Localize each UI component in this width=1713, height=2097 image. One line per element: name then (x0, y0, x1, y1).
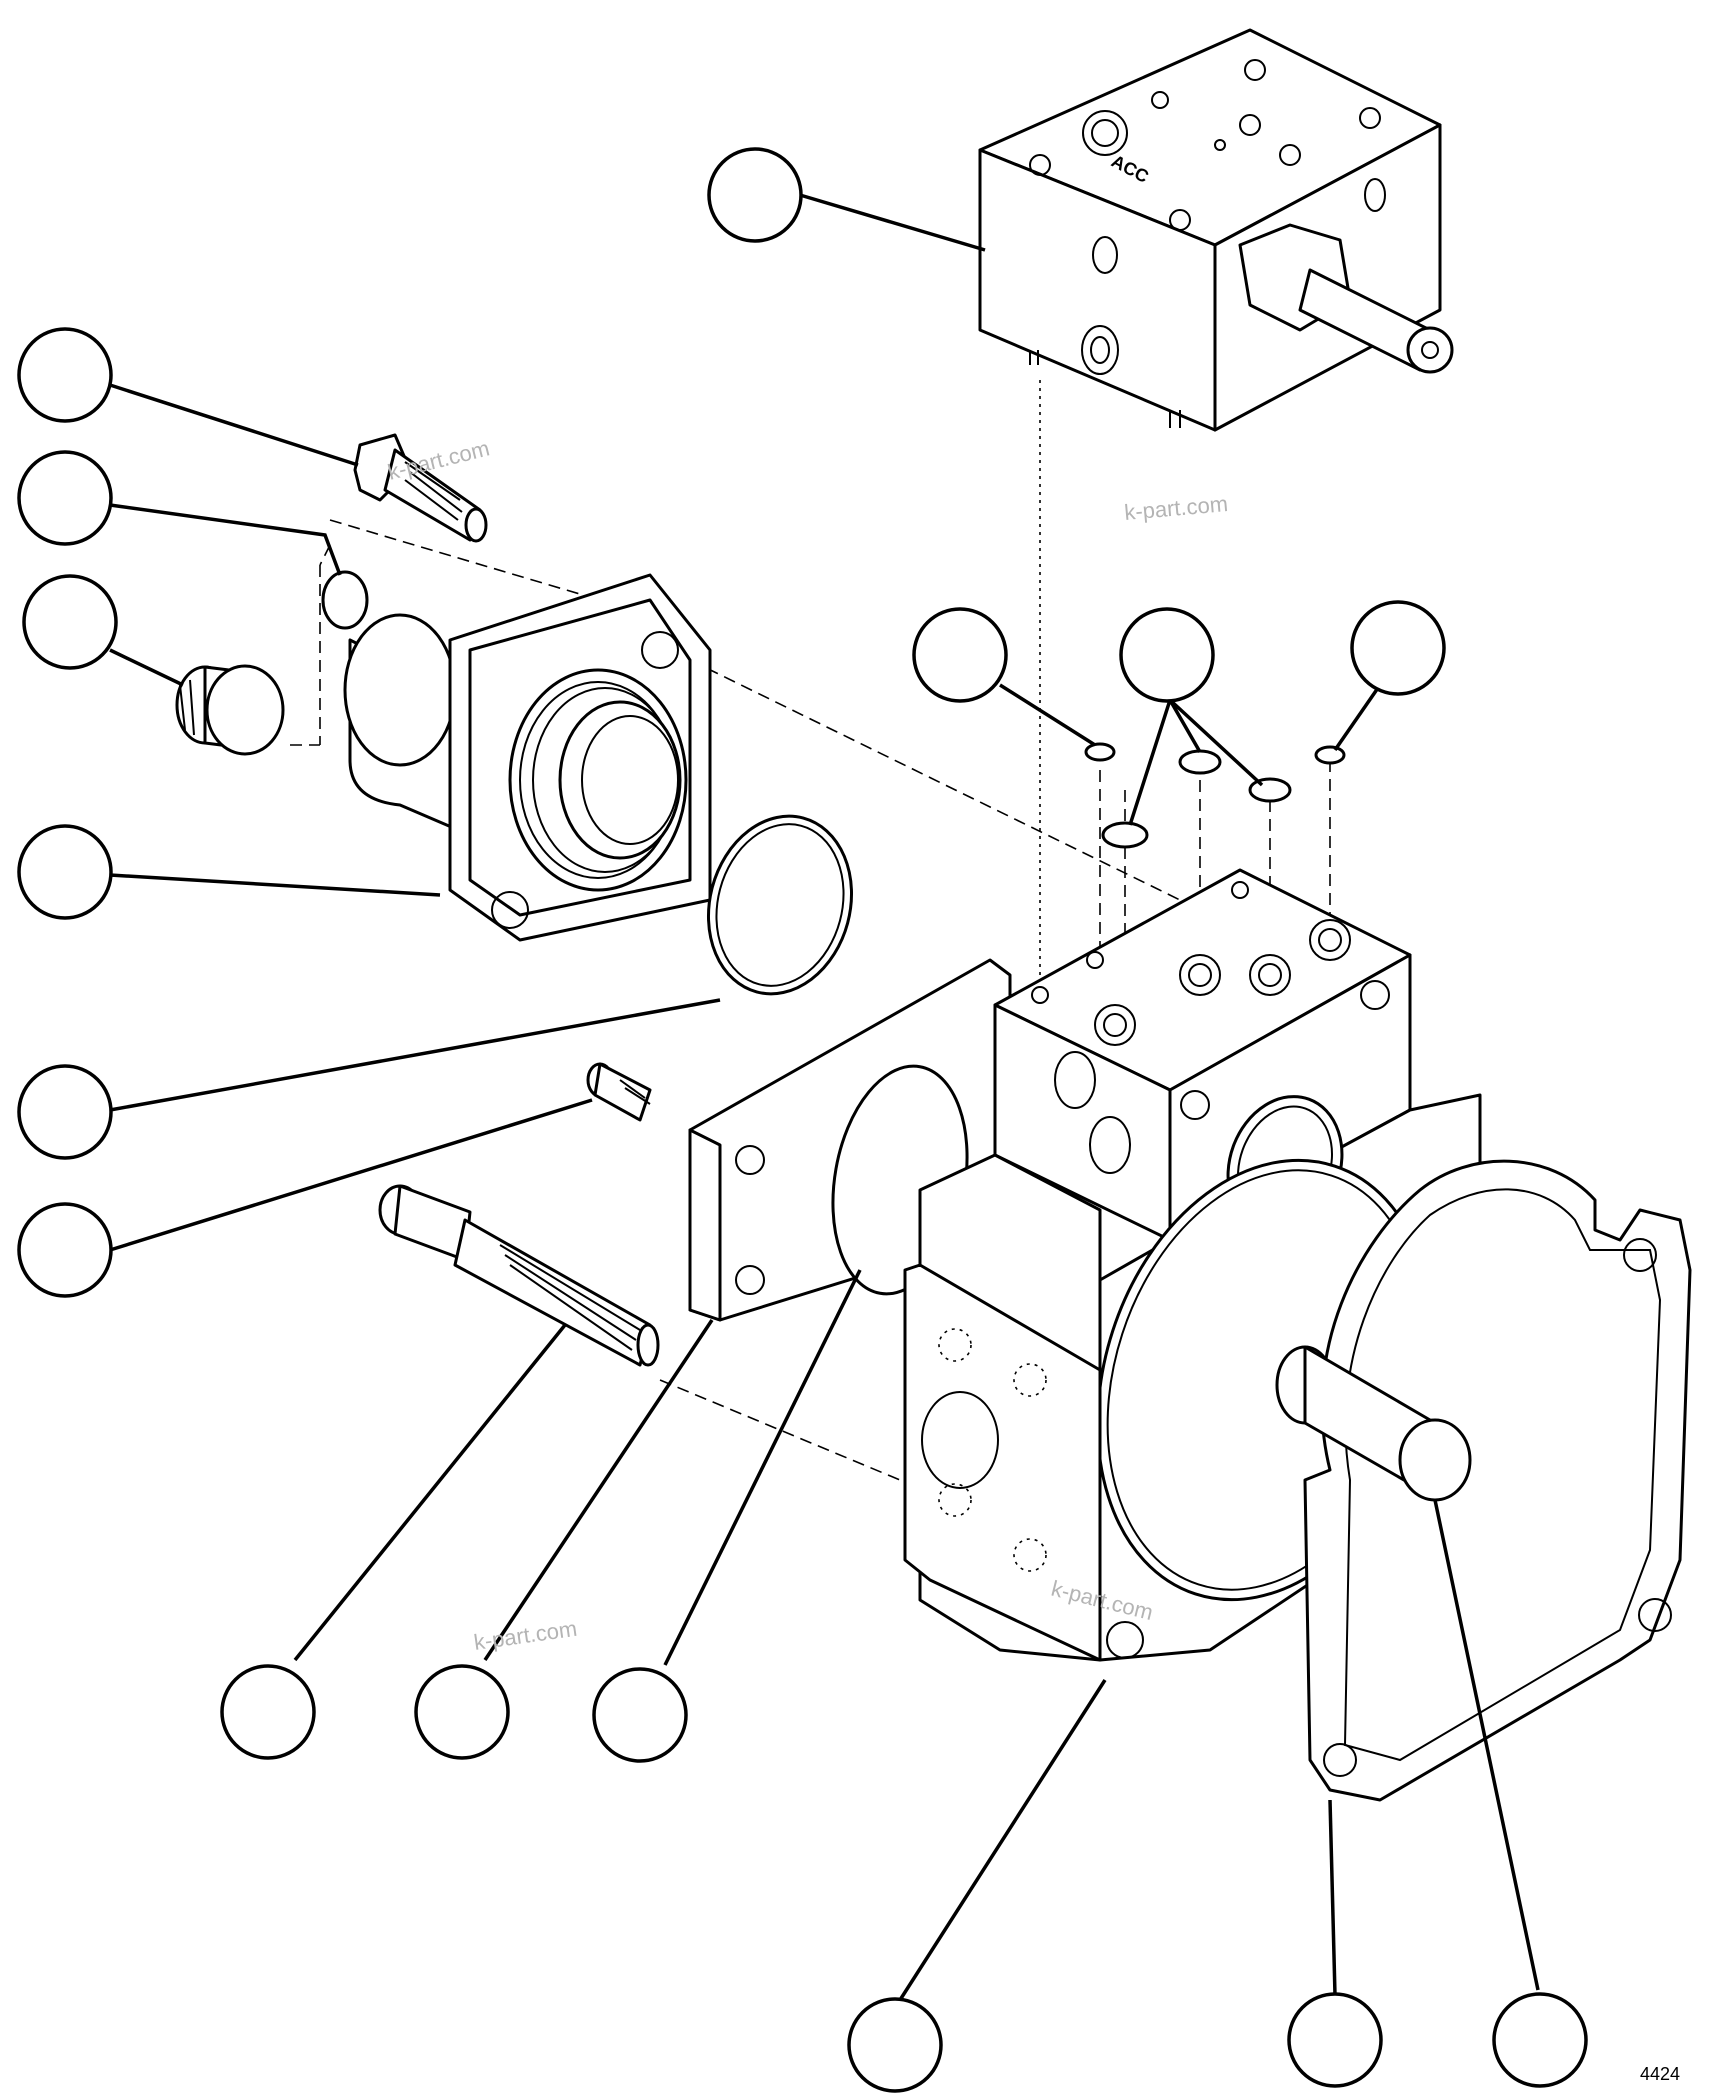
flange-plug (175, 664, 285, 756)
figure-code: 4424 (1640, 2064, 1680, 2084)
large-o-ring (706, 814, 854, 996)
callout (17, 1064, 113, 1160)
callout (1287, 1992, 1383, 2088)
watermark-text: k-part.com (1123, 491, 1229, 525)
port-seals (1084, 742, 1346, 849)
callout (1119, 607, 1215, 703)
acc-valve-block: ACC (978, 28, 1454, 432)
drive-shaft (378, 1184, 660, 1367)
callouts (17, 147, 1588, 2093)
callout (592, 1667, 688, 1763)
callout (17, 327, 113, 423)
callout (912, 607, 1008, 703)
callout (414, 1664, 510, 1760)
callout (17, 824, 113, 920)
cover-plug (1275, 1345, 1472, 1502)
leader-lines (109, 193, 1540, 2001)
flange-o-ring-small (321, 570, 369, 630)
callout (1492, 1992, 1588, 2088)
callout (220, 1664, 316, 1760)
callout (707, 147, 803, 243)
callout (22, 574, 118, 670)
watermark-text: k-part.com (385, 435, 492, 484)
cap-screw (586, 1062, 652, 1122)
cover-gasket (1303, 1159, 1692, 1802)
watermark-text: k-part.com (472, 1616, 578, 1655)
callout (847, 1997, 943, 2093)
callout (17, 1202, 113, 1298)
flange-fitting (343, 573, 712, 942)
flange-bolt (353, 433, 488, 543)
callout (1350, 600, 1446, 696)
callout (17, 450, 113, 546)
